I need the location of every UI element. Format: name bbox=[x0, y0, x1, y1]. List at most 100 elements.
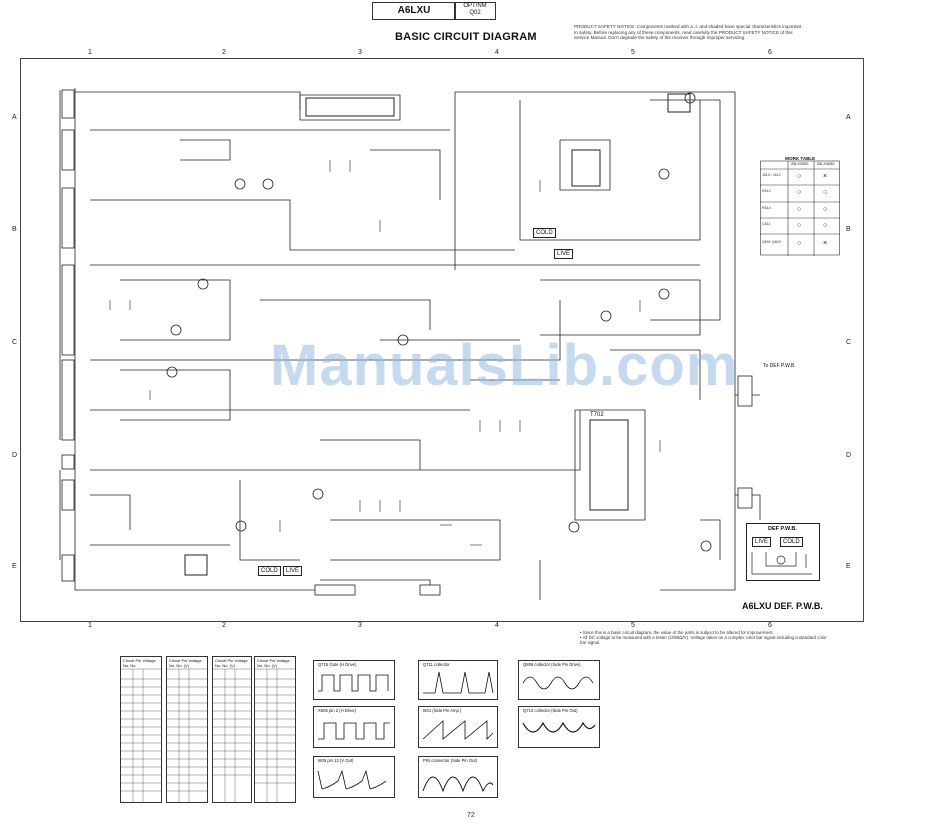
waveform-trace bbox=[422, 776, 494, 793]
work-table-col-1: 25LX3000 bbox=[791, 162, 809, 166]
work-table-col-2: 25LX3050 bbox=[817, 162, 835, 166]
col-label-4-bottom: 4 bbox=[495, 622, 499, 629]
diagram-notes: • Since this is a basic circuit diagram,… bbox=[580, 630, 827, 646]
to-def-label: To DEF P.W.B. bbox=[763, 363, 796, 369]
def-pwb-title: DEF P.W.B. bbox=[768, 526, 797, 532]
work-table-row-label: C611 bbox=[762, 222, 771, 226]
waveform-panel: Q714 collector (Side Pin Out) bbox=[518, 706, 600, 748]
waveform-caption: Q711 collector bbox=[423, 662, 450, 667]
waveform-panel: Q715 Gate (H Drive) bbox=[313, 660, 395, 700]
def-live-tag: LIVE bbox=[752, 537, 772, 547]
waveform-trace bbox=[522, 676, 594, 690]
work-table-cell: ○ bbox=[797, 206, 802, 213]
waveform-panel: I605 pin 13 (V Out) bbox=[313, 756, 395, 798]
option-label: OPT/NM Q02 bbox=[463, 3, 487, 16]
live-tag-1: LIVE bbox=[283, 566, 303, 576]
row-label-e-right: E bbox=[846, 563, 851, 570]
waveform-trace bbox=[318, 674, 389, 692]
work-table-cell: ○ bbox=[823, 189, 828, 196]
page-title: BASIC CIRCUIT DIAGRAM bbox=[395, 31, 537, 43]
col-label-1: 1 bbox=[88, 49, 92, 56]
watermark: ManualsLib.com bbox=[270, 333, 739, 398]
row-label-c: C bbox=[12, 339, 18, 346]
board-name-label: A6LXU DEF. P.W.B. bbox=[742, 601, 823, 611]
cold-tag-1: COLD bbox=[258, 566, 281, 576]
work-table-cell: ○ bbox=[797, 173, 802, 180]
waveform-caption: PIN connector (Side Pin Out) bbox=[423, 758, 477, 763]
work-table-row-label: R614 bbox=[762, 206, 771, 210]
waveform-caption: Q714 collector (Side Pin Out) bbox=[523, 708, 578, 713]
def-cold-tag: COLD bbox=[780, 537, 803, 547]
model-label: A6LXU bbox=[397, 5, 431, 16]
col-label-1-bottom: 1 bbox=[88, 622, 92, 629]
live-tag-2: LIVE bbox=[554, 249, 574, 259]
voltage-table-caption: Circuit Pin Voltage No. No. (V) bbox=[169, 658, 202, 668]
voltage-table-1: Circuit Pin Voltage No. No. bbox=[120, 656, 162, 803]
waveform-trace bbox=[423, 671, 494, 694]
waveform-trace bbox=[318, 722, 390, 740]
col-label-6: 6 bbox=[768, 49, 772, 56]
cold-tag-2: COLD bbox=[533, 228, 556, 238]
waveform-caption: I601 (Side Pin Amp.) bbox=[423, 708, 462, 713]
waveform-panel: Q808 collector (Side Pin Drive) bbox=[518, 660, 600, 700]
col-label-4: 4 bbox=[495, 49, 499, 56]
row-label-a-right: A bbox=[846, 114, 851, 121]
def-pwb-box bbox=[746, 523, 820, 581]
waveform-caption: X605 pin 2 (H Drive) bbox=[318, 708, 356, 713]
row-label-b-right: B bbox=[846, 226, 851, 233]
work-table-row-label: J610 / J612 bbox=[762, 173, 781, 177]
work-table: WORK TABLE 25LX3000 25LX3050 J610 / J612… bbox=[760, 156, 840, 256]
voltage-table-caption: Circuit Pin Voltage No. No. bbox=[123, 658, 156, 668]
row-label-a: A bbox=[12, 114, 17, 121]
col-label-3-bottom: 3 bbox=[358, 622, 362, 629]
waveform-trace bbox=[317, 769, 387, 790]
work-table-cell: ○ bbox=[797, 222, 802, 229]
row-label-b: B bbox=[12, 226, 17, 233]
row-label-d: D bbox=[12, 452, 18, 459]
waveform-panel: PIN connector (Side Pin Out) bbox=[418, 756, 498, 798]
col-label-6-bottom: 6 bbox=[768, 622, 772, 629]
waveform-panel: X605 pin 2 (H Drive) bbox=[313, 706, 395, 748]
voltage-table-caption: Circuit Pin Voltage No. No. (V) bbox=[215, 658, 248, 668]
col-label-2-bottom: 2 bbox=[222, 622, 226, 629]
work-table-cell: ○ bbox=[797, 240, 802, 247]
col-label-5-bottom: 5 bbox=[631, 622, 635, 629]
row-label-c-right: C bbox=[846, 339, 852, 346]
def-pwb-wiring bbox=[751, 552, 812, 575]
work-table-grid bbox=[760, 160, 840, 256]
voltage-table-caption: Circuit Pin Voltage No. No. (V) bbox=[257, 658, 290, 668]
col-label-3: 3 bbox=[358, 49, 362, 56]
row-label-d-right: D bbox=[846, 452, 852, 459]
work-table-title: WORK TABLE bbox=[784, 156, 816, 161]
voltage-table-3: Circuit Pin Voltage No. No. (V) bbox=[212, 656, 252, 803]
voltage-table-4: Circuit Pin Voltage No. No. (V) bbox=[254, 656, 296, 803]
voltage-table-rules bbox=[213, 668, 251, 802]
waveform-caption: Q715 Gate (H Drive) bbox=[318, 662, 357, 667]
work-table-cell: × bbox=[823, 173, 828, 180]
page-number: 72 bbox=[467, 812, 475, 819]
voltage-table-rules bbox=[167, 668, 207, 802]
work-table-cell: ○ bbox=[823, 206, 828, 213]
t702-label: T702 bbox=[590, 412, 604, 418]
waveform-caption: I605 pin 13 (V Out) bbox=[318, 758, 354, 763]
voltage-table-2: Circuit Pin Voltage No. No. (V) bbox=[166, 656, 208, 803]
option-box: OPT/NM Q02 bbox=[454, 2, 496, 20]
work-table-row-label: R612 bbox=[762, 189, 771, 193]
work-table-cell: ○ bbox=[797, 189, 802, 196]
voltage-table-rules bbox=[121, 668, 161, 802]
work-table-cell: × bbox=[823, 240, 828, 247]
row-label-e: E bbox=[12, 563, 17, 570]
work-table-cell: ○ bbox=[823, 222, 828, 229]
waveform-panel: Q711 collector bbox=[418, 660, 498, 700]
safety-notice: PRODUCT SAFETY NOTICE: Components marked… bbox=[574, 24, 802, 41]
col-label-2: 2 bbox=[222, 49, 226, 56]
waveform-caption: Q808 collector (Side Pin Drive) bbox=[523, 662, 581, 667]
waveform-trace bbox=[522, 721, 596, 733]
waveform-trace bbox=[422, 720, 494, 740]
waveform-panel: I601 (Side Pin Amp.) bbox=[418, 706, 498, 748]
schematic-frame bbox=[20, 58, 864, 622]
voltage-table-rules bbox=[255, 668, 295, 802]
model-box: A6LXU bbox=[372, 2, 456, 20]
col-label-5: 5 bbox=[631, 49, 635, 56]
